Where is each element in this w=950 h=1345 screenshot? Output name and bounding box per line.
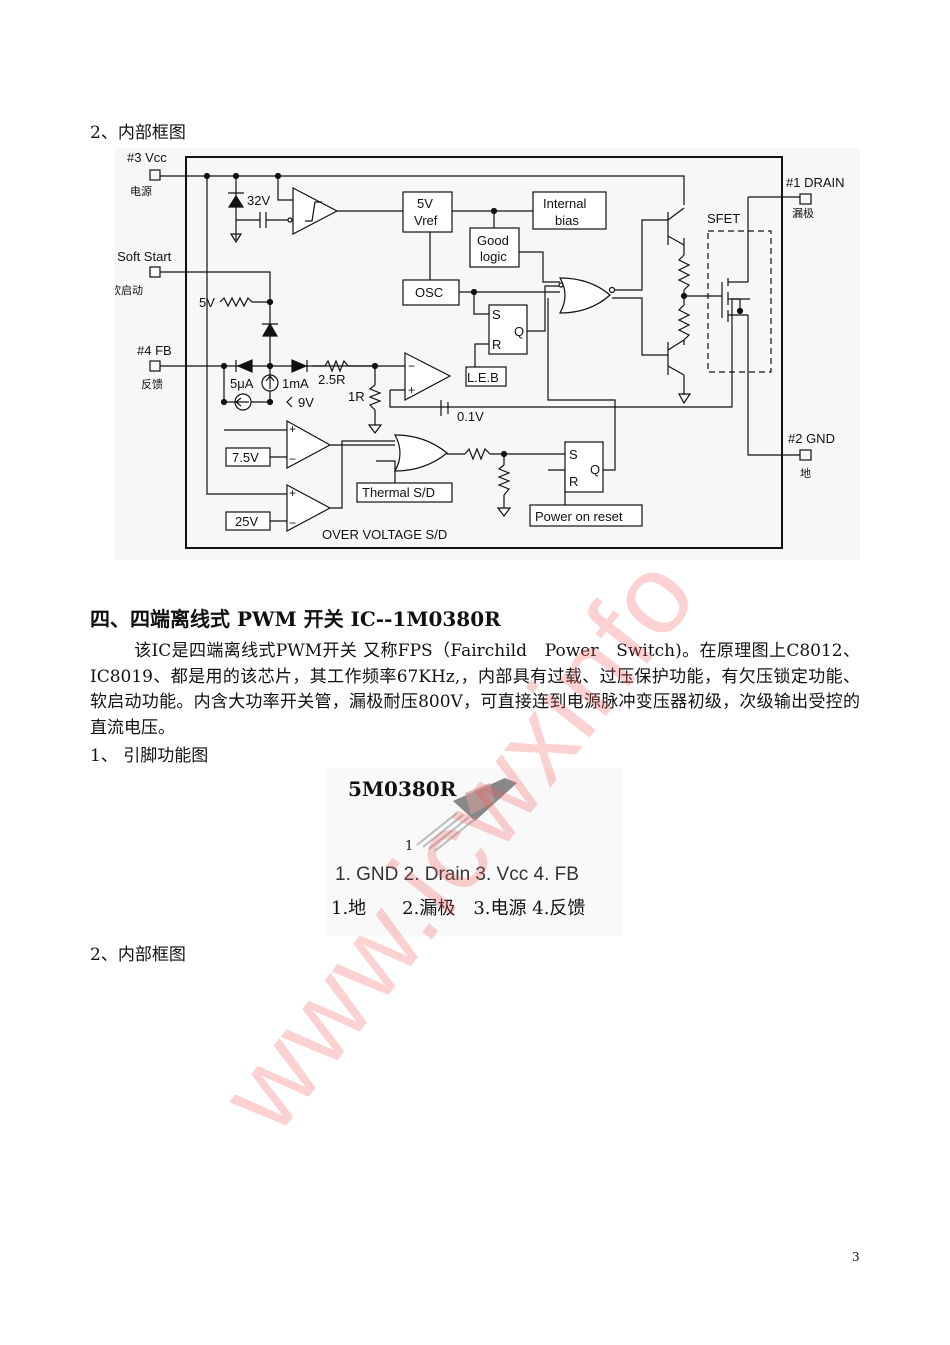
- block-diagram-figure: #3 Vcc 电源 #5 Soft Start 软启动 #4 FB 反馈 #1 …: [99, 148, 860, 560]
- osc-block: [402, 279, 460, 306]
- pin-gnd-label: #2 GND: [788, 431, 835, 446]
- uvlo-comparator: [292, 187, 339, 235]
- pin-fb: [149, 360, 161, 372]
- good-logic-block: [469, 227, 520, 268]
- latch1-s: S: [492, 307, 501, 322]
- pin-gnd-cn: 地: [800, 467, 811, 480]
- zener-diode: [227, 192, 245, 208]
- latch2-s: S: [569, 447, 578, 462]
- section-title-block-diagram: 2、内部框图: [90, 123, 186, 143]
- description-paragraph: 该IC是四端离线式PWM开关 又称FPS（Fairchild Power Swi…: [90, 639, 860, 741]
- to220-package-icon: [416, 778, 517, 852]
- internal-bias-label-1: Internal: [543, 196, 586, 211]
- sfet-dashed-box: [707, 230, 772, 373]
- svg-text:+: +: [289, 422, 296, 436]
- svg-text:−: −: [289, 452, 296, 466]
- pin-soft-start-label: #5 Soft Start: [115, 249, 172, 264]
- over-voltage-comparator: [286, 483, 332, 533]
- internal-bias-block: [532, 191, 607, 230]
- svg-text:−: −: [289, 516, 296, 530]
- v5-label: 5V: [199, 295, 215, 310]
- v25-label: 25V: [235, 514, 258, 529]
- sr-latch-2: [564, 441, 604, 493]
- vref-label-2: Vref: [414, 213, 438, 228]
- ref-7-5v-block: [225, 447, 271, 467]
- i5ua-label: 5μA: [230, 376, 254, 391]
- svg-text:−: −: [408, 359, 415, 373]
- pin-vcc-cn: 电源: [130, 184, 152, 198]
- latch1-r: R: [492, 337, 501, 352]
- pin-vcc: [149, 169, 161, 181]
- pin-gnd: [799, 449, 812, 461]
- zener-label: 32V: [247, 193, 270, 208]
- section-title-pin-diagram: 1、 引脚功能图: [90, 746, 209, 766]
- vref-block: [402, 191, 453, 233]
- description-text: 该IC是四端离线式PWM开关 又称FPS（Fairchild Power Swi…: [90, 641, 860, 738]
- power-on-reset-label: Power on reset: [535, 509, 623, 524]
- thermal-sd-block: [356, 482, 453, 503]
- latch2-r: R: [569, 474, 578, 489]
- section-heading: 四、四端离线式 PWM 开关 IC--1M0380R: [90, 607, 501, 631]
- pin1-marker: 1: [405, 839, 414, 854]
- package-part-number: 5M0380R: [348, 777, 457, 801]
- r25-label: 2.5R: [318, 372, 345, 387]
- v75-label: 7.5V: [232, 450, 259, 465]
- i1ma-label: 1mA: [282, 376, 309, 391]
- sr-latch-1: [488, 304, 528, 355]
- power-on-reset-block: [529, 504, 643, 527]
- osc-label: OSC: [415, 285, 443, 300]
- internal-bias-label-2: bias: [555, 213, 579, 228]
- v01-label: 0.1V: [457, 409, 484, 424]
- pin-drain-cn: 漏极: [792, 206, 814, 220]
- v9-label: 9V: [298, 395, 314, 410]
- npn-transistor-bottom: [667, 339, 692, 405]
- svg-text:+: +: [289, 486, 296, 500]
- package-pinout-image: 5M0380R 1 1. GND 2. Drain 3. Vcc 4. FB 1…: [325, 768, 623, 936]
- pin-soft-start-cn: 软启动: [115, 283, 143, 297]
- pin-list-chinese: 1.地 2.漏极 3.电源 4.反馈: [331, 898, 586, 919]
- pin-fb-cn: 反馈: [141, 378, 163, 391]
- leb-block: [465, 366, 507, 387]
- good-logic-label-1: Good: [477, 233, 509, 248]
- good-logic-label-2: logic: [480, 249, 507, 264]
- over-voltage-label: OVER VOLTAGE S/D: [322, 527, 447, 542]
- pin-drain: [799, 193, 812, 205]
- nor-gate: [558, 277, 611, 314]
- or-gate: [393, 434, 448, 472]
- page-number: 3: [852, 1250, 860, 1264]
- pin-vcc-label: #3 Vcc: [127, 150, 167, 165]
- latch1-q: Q: [514, 324, 524, 339]
- latch2-q: Q: [590, 462, 600, 477]
- r1-label: 1R: [348, 389, 365, 404]
- pin-list-english: 1. GND 2. Drain 3. Vcc 4. FB: [335, 864, 579, 885]
- pwm-comparator: [404, 352, 452, 401]
- vref-label-1: 5V: [417, 196, 433, 211]
- pin-soft-start: [149, 266, 161, 278]
- section-title-block-diagram-2: 2、内部框图: [90, 945, 186, 965]
- leb-label: L.E.B: [467, 370, 499, 385]
- fb-overload-comparator: [286, 419, 332, 470]
- ref-25v-block: [225, 511, 271, 531]
- thermal-label: Thermal S/D: [362, 485, 435, 500]
- pin-fb-label: #4 FB: [137, 343, 172, 358]
- ic-boundary: [185, 156, 783, 549]
- sfet-label: SFET: [707, 211, 740, 226]
- npn-transistor-top: [667, 207, 685, 246]
- pin-drain-label: #1 DRAIN: [786, 175, 845, 190]
- svg-text:+: +: [408, 383, 415, 397]
